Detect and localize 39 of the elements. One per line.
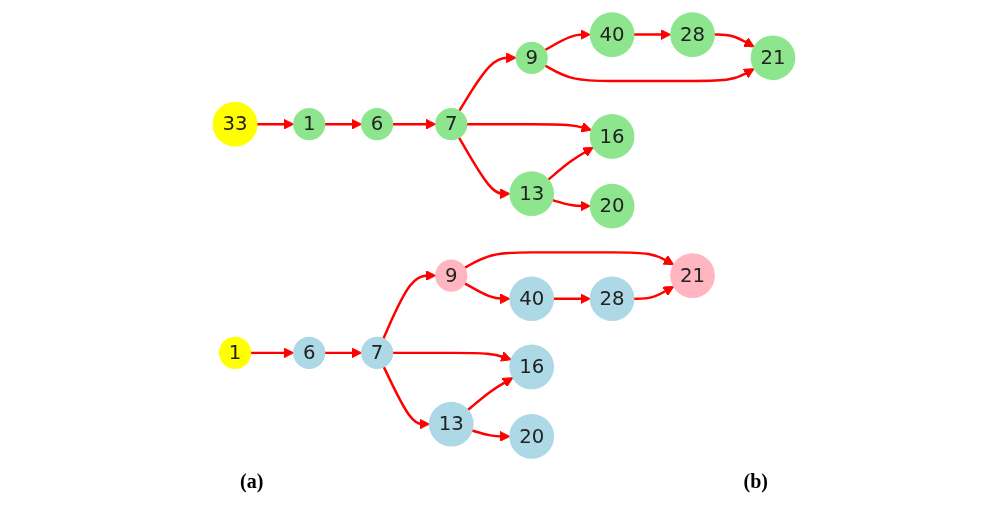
node-circle: 1 — [218, 336, 252, 369]
panel-label: (b) — [742, 470, 769, 493]
arrow — [633, 285, 675, 300]
node-circle: 16 — [509, 344, 555, 389]
node-circle: 9 — [435, 258, 468, 292]
node-circle: 40 — [509, 275, 555, 321]
arrow — [552, 198, 591, 211]
node-circle: 1 — [293, 107, 326, 140]
node-circle: 13 — [509, 170, 555, 216]
arrow — [544, 28, 591, 51]
arrow — [714, 32, 755, 47]
node-circle: 20 — [589, 183, 635, 228]
node-circle: 6 — [361, 107, 394, 140]
arrow — [464, 250, 675, 269]
arrow — [544, 63, 755, 82]
node-circle: 13 — [428, 401, 474, 446]
node-circle: 16 — [589, 113, 635, 159]
arrow — [458, 51, 517, 112]
node-circle: 28 — [670, 11, 715, 57]
arrow — [553, 292, 591, 304]
arrow — [467, 376, 514, 411]
node-circle: 20 — [509, 413, 555, 459]
node-circle: 33 — [212, 101, 258, 147]
node-circle: 7 — [435, 107, 468, 140]
arrow — [392, 350, 512, 362]
node-circle: 21 — [670, 252, 715, 298]
node-circle: 6 — [293, 336, 326, 369]
node-circle: 40 — [589, 11, 635, 57]
arrow — [382, 365, 430, 429]
arrow — [547, 146, 594, 181]
panel-label: (a) — [239, 470, 265, 493]
arrow — [457, 136, 511, 199]
arrow — [471, 428, 511, 442]
arrow — [466, 121, 592, 132]
node-circle: 9 — [515, 41, 548, 74]
node-circle: 7 — [361, 336, 394, 369]
arrow — [464, 281, 511, 304]
node-circle: 21 — [750, 34, 796, 80]
node-circle: 28 — [589, 275, 635, 321]
